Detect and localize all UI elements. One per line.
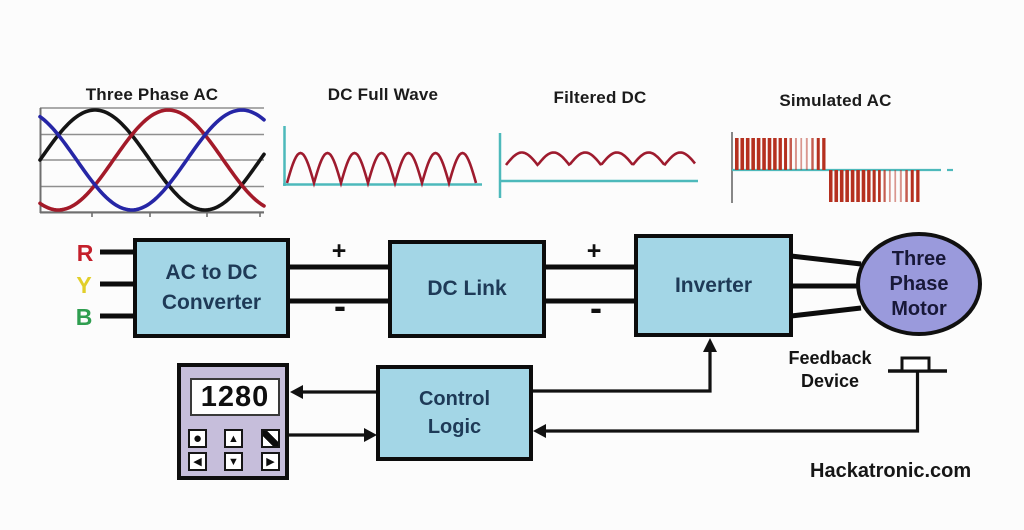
three-phase-ac-waveform [38,107,266,217]
pwm-bar [878,170,881,202]
pwm-bar [794,138,797,170]
pwm-bar [756,138,761,170]
pwm-bar [834,170,839,202]
motor-label-line2: Phase [889,272,949,295]
arrowhead-left-icon [533,424,546,438]
control-logic-label-line2: Logic [427,416,482,438]
dc-full-wave-title: DC Full Wave [327,85,439,104]
arrowhead-right-icon [364,428,377,442]
simulated-ac-title: Simulated AC [779,91,892,110]
pwm-bar [867,170,871,202]
pwm-bar [816,138,820,170]
dc-full-wave-waveform [283,126,482,188]
pwm-bar [822,138,826,170]
inverter-block: Inverter [634,234,793,337]
three-phase-motor: Three Phase Motor [856,232,982,336]
feedback-line [546,372,920,433]
diag-key [261,429,280,448]
up-key: ▲ [224,429,243,448]
minus-label-left: - [334,285,346,326]
dc-link-block: DC Link [388,240,546,338]
ripple-curve [504,151,696,167]
inverter-label: Inverter [674,273,753,297]
phase-b-label: B [75,304,93,330]
feedback-sensor-icon [888,356,947,373]
pwm-bar [745,138,750,170]
phase-y-label: Y [76,272,92,298]
pwm-bar [845,170,849,202]
keypad-display: 1280 [190,378,280,416]
control-to-inverter-line [533,351,712,393]
motor-label-line3: Motor [891,297,947,320]
converter-label-line2: Converter [161,291,262,314]
rectified-curve [285,151,478,188]
watermark: Hackatronic.com [810,460,972,482]
three-phase-ac-title: Three Phase AC [85,85,219,104]
pwm-bar [805,138,808,170]
pwm-bar [910,170,914,202]
arrowhead-up-icon [703,338,717,352]
phase-3-curve [38,108,266,212]
converter-label-line1: AC to DC [165,261,258,285]
plus-label-right: + [586,237,602,265]
control-logic-block: Control Logic [376,365,533,461]
pwm-bar [916,170,920,202]
arrowhead-left-icon [290,385,303,399]
dc-link-label: DC Link [427,277,507,301]
pwm-bar [778,138,782,170]
motor-line-3 [790,305,862,319]
power-lines [100,249,862,319]
pwm-bar [789,138,792,170]
pwm-bar [888,170,891,202]
right-key: ▶ [261,452,280,471]
filtered-dc-waveform [498,133,698,198]
dot-key: ● [188,429,207,448]
feedback-label-line1: Feedback [788,348,872,368]
phase-r-label: R [76,240,94,266]
pwm-bar [751,138,755,170]
pwm-bar [767,138,772,170]
control-logic-label-line1: Control [418,387,491,410]
pwm-bar [740,138,745,170]
arrowheads [290,338,717,442]
feedback-device-label: Feedback Device [770,347,890,394]
pwm-bar [839,170,844,202]
minus-label-right: - [590,287,602,328]
phase-2-curve [38,108,266,212]
pwm-bar [872,170,876,202]
filtered-dc-title: Filtered DC [553,88,647,107]
simulated-ac-waveform [731,132,953,203]
pwm-bar [735,138,739,170]
pwm-bar [800,138,803,170]
pwm-bar [856,170,860,202]
pwm-bar [784,138,788,170]
feedback-label-line2: Device [800,371,860,392]
operator-keypad: 1280 ● ▲ ◀ ▼ ▶ [177,363,289,480]
pwm-bar [762,138,766,170]
pwm-bar [829,170,833,202]
pwm-bar [883,170,886,202]
pwm-bar [894,170,897,202]
pwm-bar [899,170,902,202]
phase-1-curve [38,108,266,212]
control-lines [289,351,920,437]
left-key: ◀ [188,452,207,471]
pwm-bar [773,138,777,170]
pwm-bar [850,170,855,202]
pwm-bar [861,170,866,202]
motor-line-1 [790,253,862,267]
pwm-bar [905,170,908,202]
pwm-bar [811,138,814,170]
motor-label-line1: Three [891,247,947,270]
plus-label-left: + [331,237,347,265]
ac-to-dc-converter-block: AC to DC Converter [133,238,290,338]
down-key: ▼ [224,452,243,471]
